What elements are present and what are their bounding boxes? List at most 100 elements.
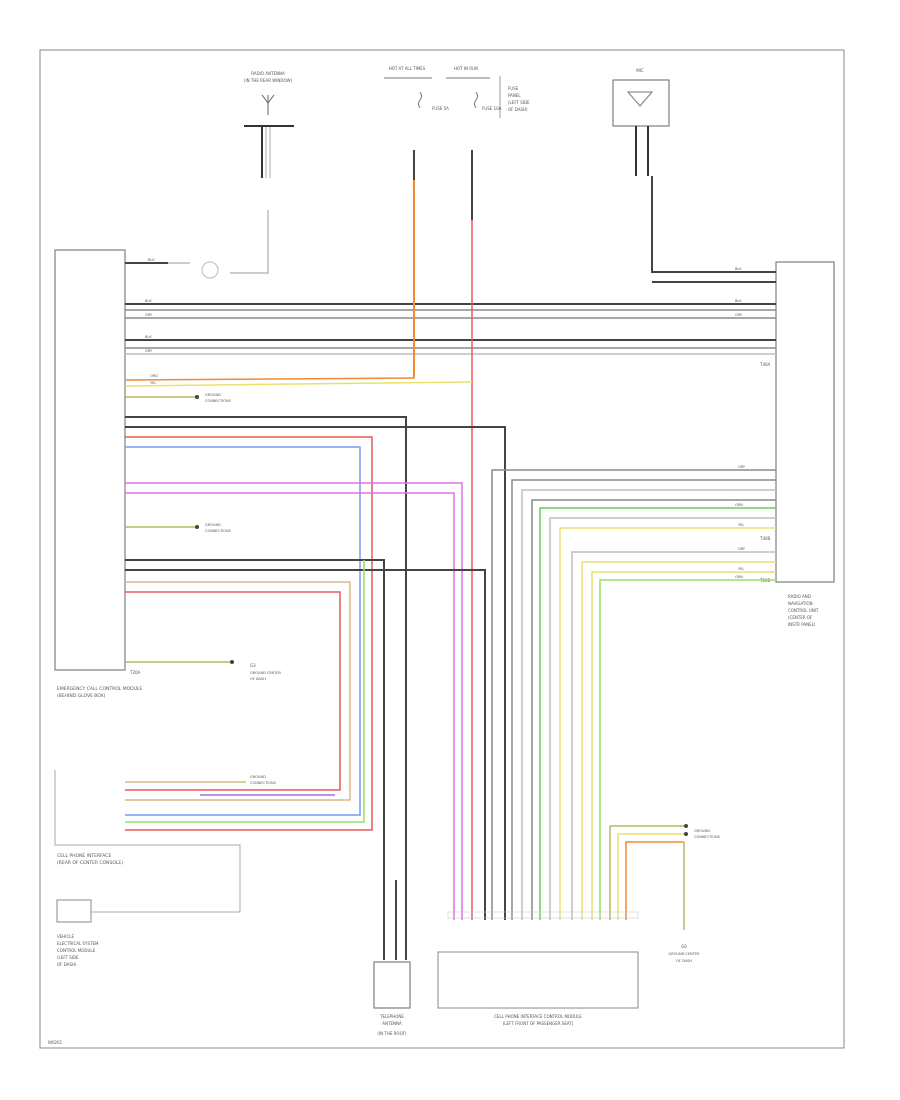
bottom-connector-module: CELL PHONE INTERFACE CONTROL MODULE (LEF…: [437, 911, 639, 1026]
wire-label-gry-2: GRY: [145, 349, 153, 353]
vehicle-electrical-system: VEHICLE ELECTRICAL SYSTEM CONTROL MODULE…: [56, 899, 180, 967]
ground-g3-note-2: OF DASH: [250, 677, 266, 681]
telephone-antenna: TELEPHONE ANTENNA (IN THE ROOF): [373, 880, 411, 1036]
cell-phone-interface: CELL PHONE INTERFACE (REAR OF CENTER CON…: [54, 770, 277, 913]
page-frame: [39, 49, 845, 1049]
fuse-b-note-2: PANEL: [508, 93, 521, 98]
left-module-signal-wires: GROUND CONNECTIONS YEL ORG GROUND CONNEC…: [124, 374, 506, 960]
fuse-wires: [413, 150, 473, 920]
wire-label-blk-2: BLK: [145, 335, 152, 339]
mic-box: [612, 79, 670, 127]
wire-label-blk-mic: BLK: [735, 267, 742, 271]
signal-wire-red-2: [125, 591, 341, 791]
connector-pin-strip: [447, 911, 639, 919]
ground-wire-g5-1: [609, 825, 684, 920]
ground-g6-label: G6: [681, 944, 687, 949]
fuse-b-hot-label: HOT IN RUN: [454, 66, 478, 71]
page-code: W0201: [48, 1040, 63, 1045]
ground-g5-note-1: GROUND: [694, 829, 710, 833]
tel-antenna-box: [373, 961, 411, 1009]
right-ground-wires: GROUND CONNECTIONS G6 GROUND CENTER OF D…: [609, 824, 721, 963]
right-module-top-pin: T40A: [759, 362, 771, 367]
wire-label-blk-1: BLK: [145, 299, 152, 303]
signal-wire-black-1: [125, 416, 407, 960]
fuse-b-note-1: FUSE: [508, 86, 519, 91]
wire-label-grn-b2: GRN: [735, 575, 743, 579]
bundle-wire-2: [511, 479, 776, 920]
ground-g4-label: GROUND: [250, 775, 266, 779]
fuse-b-fuse-label: FUSE 10A: [482, 106, 502, 111]
bundle-wire-6: [549, 517, 776, 920]
wire-label-yel-b2: YEL: [738, 567, 744, 571]
left-module-bottom-pin: T20A: [129, 670, 141, 675]
ves-box: [56, 899, 92, 923]
bottom-connector-label-1: CELL PHONE INTERFACE CONTROL MODULE: [494, 1014, 582, 1019]
signal-wire-tan: [125, 581, 351, 801]
mic-component: MIC: [612, 68, 670, 176]
ves-label-2: ELECTRICAL SYSTEM: [57, 941, 99, 946]
module-bus-wires: BLK GRY BLK GRY BLK GRY: [125, 299, 776, 355]
tel-antenna-label-1: TELEPHONE: [379, 1014, 404, 1019]
wire-label-blk-3: BLK: [735, 299, 742, 303]
right-module-mid-pin: T40B: [759, 536, 771, 541]
wire-label-yel-b1: YEL: [738, 523, 744, 527]
ground-g2-node-icon: [195, 525, 199, 529]
antenna-connector-icon: [201, 261, 219, 279]
ground-g3-node-icon: [230, 660, 234, 664]
bundle-wire-9: [581, 561, 776, 920]
right-module-label-4: (CENTER OF: [788, 615, 813, 620]
ground-g6-note-2: OF DASH: [676, 959, 692, 963]
wire-label-grn-b1: GRN: [735, 503, 743, 507]
fuse-a: HOT AT ALL TIMES FUSE 5A: [384, 66, 449, 111]
ground-g1-label: GROUND: [205, 393, 221, 397]
signal-wire-blue-1: [125, 446, 361, 816]
cell-interface-label-1: CELL PHONE INTERFACE: [57, 853, 111, 859]
signal-wire-orange: [124, 377, 415, 381]
left-module: T20A EMERGENCY CALL CONTROL MODULE (BEHI…: [54, 249, 142, 699]
bundle-wire-10: [591, 571, 776, 920]
fuse-b: HOT IN RUN FUSE 10A FUSE PANEL (LEFT SID…: [446, 66, 530, 118]
ground-wire-g5-3: [625, 841, 684, 920]
right-module-label-5: INSTR PANEL): [788, 622, 816, 627]
wire-label-gry-b2: GRY: [738, 547, 746, 551]
right-module: T40A T40B T20B RADIO AND NAVIGATION CONT…: [759, 261, 835, 627]
right-module-label-2: NAVIGATION: [788, 601, 813, 606]
cell-interface-frame: [54, 770, 241, 913]
fuse-a-hot-label: HOT AT ALL TIMES: [389, 66, 426, 71]
left-module-label-1: EMERGENCY CALL CONTROL MODULE: [57, 686, 142, 692]
antenna: RADIO ANTENNA (IN THE REAR WINDOW): [244, 71, 294, 178]
wire-label-blk-antenna: BLK: [148, 258, 155, 262]
mic-wire: BLK: [651, 176, 776, 283]
mic-label: MIC: [636, 68, 644, 73]
signal-wire-black-4: [125, 569, 486, 920]
wire-label-org-1: ORG: [150, 374, 158, 378]
ground-g6-note-1: GROUND CENTER: [669, 952, 701, 956]
right-bundle-wires: GRY GRN YEL GRY YEL GRN: [491, 465, 776, 920]
right-module-label-1: RADIO AND: [788, 594, 811, 599]
connector-pins: [447, 911, 639, 919]
signal-wire-green-1: [125, 560, 365, 823]
right-module-label-3: CONTROL UNIT: [788, 608, 819, 613]
ground-g2-label: GROUND: [205, 523, 221, 527]
ves-label-1: VEHICLE: [57, 934, 74, 939]
antenna-label-2: (IN THE REAR WINDOW): [244, 78, 293, 83]
bottom-connector-label-2: (LEFT FRONT OF PASSENGER SEAT): [503, 1021, 574, 1026]
antenna-icon: [261, 94, 275, 115]
left-module-label-2: (BEHIND GLOVE BOX): [57, 693, 106, 699]
ground-g5-node-2-icon: [684, 832, 688, 836]
bundle-wire-1: [491, 469, 776, 920]
bundle-wire-3: [521, 489, 776, 920]
signal-wire-black-3: [125, 559, 385, 880]
fuse-a-icon: [418, 91, 422, 109]
tel-antenna-label-2: ANTENNA: [382, 1021, 402, 1026]
left-module-box: [54, 249, 126, 671]
ground-g3-note-1: GROUND CENTER: [250, 671, 282, 675]
ground-g1-node-icon: [195, 395, 199, 399]
ves-label-5: OF DASH): [57, 962, 77, 967]
fuse-b-icon: [474, 91, 478, 109]
wire-label-gry-1: GRY: [145, 313, 153, 317]
bottom-connector-box: [437, 951, 639, 1009]
fuse-b-note-3: (LEFT SIDE: [508, 100, 530, 105]
ves-label-3: CONTROL MODULE: [57, 948, 96, 953]
